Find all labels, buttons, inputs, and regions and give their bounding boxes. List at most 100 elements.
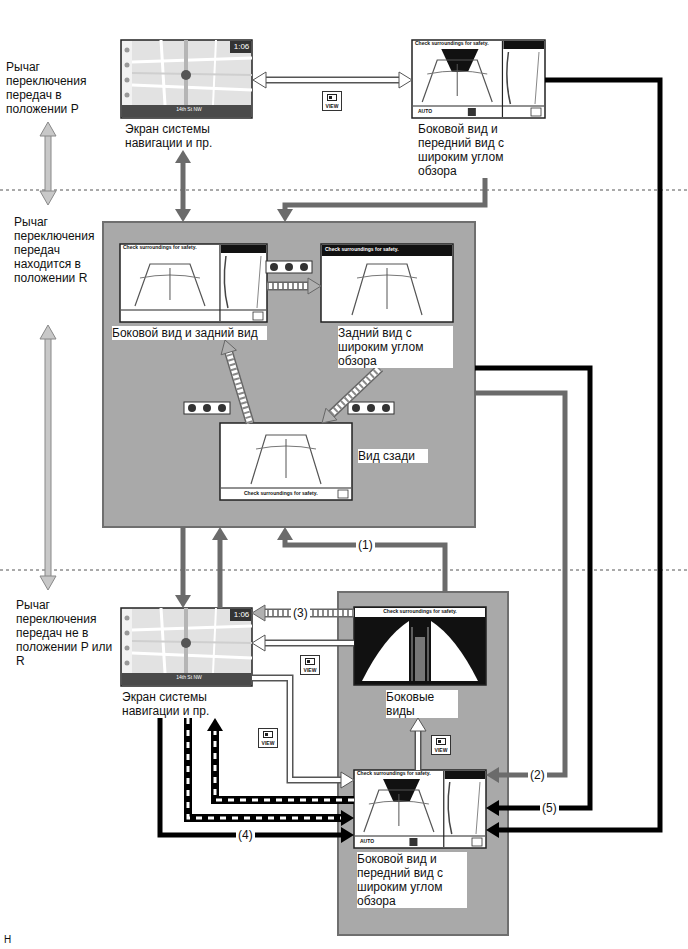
drawing-part: [352, 264, 422, 315]
arrowhead: [252, 605, 265, 621]
connector-stroke: [475, 368, 590, 808]
drawing-part: [409, 838, 417, 846]
connector-line: [183, 527, 184, 598]
arrowhead: [207, 718, 223, 731]
callout-number: (2): [528, 768, 547, 782]
band-label: H: [4, 933, 24, 947]
connector: [160, 718, 354, 843]
arrowhead: [308, 278, 321, 294]
arrowhead: [175, 150, 191, 163]
connector-stroke: [416, 728, 420, 770]
arrowhead: [486, 822, 499, 838]
screen-text: AUTO: [360, 839, 378, 845]
arrowhead: [252, 635, 265, 651]
screen-text: Check surroundings for safety.: [123, 245, 215, 251]
connector-line: [262, 643, 354, 644]
connector-stroke: [329, 368, 380, 416]
screen-illustration: [220, 423, 352, 500]
screen-text: Check surroundings for safety.: [244, 491, 334, 497]
drawing-part: [286, 439, 287, 478]
drawing-part: [535, 52, 539, 104]
callout-number: (5): [540, 801, 559, 815]
connector: [252, 605, 354, 621]
connector-line: [418, 728, 419, 770]
drawing-part: [125, 63, 130, 68]
drawing-part: [437, 739, 446, 745]
connector-stroke: [496, 80, 660, 830]
arrowhead: [341, 810, 354, 826]
connector-line: [475, 393, 565, 775]
drawing-part: [322, 245, 452, 256]
drawing-part: [338, 490, 348, 498]
view-button-icon: VIEW: [258, 728, 278, 748]
screen-illustration: [354, 770, 486, 848]
drawing-part: [355, 608, 485, 617]
arrowhead: [486, 800, 499, 816]
arrowhead: [277, 209, 293, 222]
screen-illustration: [321, 244, 453, 322]
arrowhead: [410, 718, 426, 731]
connector-line: [220, 537, 221, 608]
drawing-part: [329, 96, 332, 99]
drawing-part: [132, 641, 252, 643]
screen-text: 1:06: [232, 610, 251, 619]
screen-view: Экран системы навигации и пр.: [121, 608, 252, 718]
connector-line: [267, 286, 311, 287]
connector: [322, 368, 380, 423]
drawing-part: [507, 52, 511, 104]
connector-stroke: [228, 350, 250, 423]
view-caption: Задний вид с широким углом обзора: [338, 326, 453, 368]
drawing-part: [355, 836, 485, 837]
drawing-part: [531, 108, 541, 116]
view-icon-glyph: [263, 731, 273, 739]
drawing-part: [307, 660, 310, 663]
arrowhead: [399, 72, 412, 88]
drawing-part: [328, 95, 337, 101]
band-label: Рычаг переключения передач не в положени…: [16, 598, 116, 668]
drawing-part: [413, 106, 544, 107]
connector-stroke: [415, 728, 422, 770]
drawing-part: [169, 268, 170, 300]
drawing-part: [445, 771, 485, 779]
screen-view: Задний вид с широким углом обзора: [321, 244, 453, 368]
connector-stroke: [218, 537, 223, 608]
group-panel-fill: [338, 592, 508, 935]
drawing-part: [364, 790, 434, 832]
view-button-icon: VIEW: [322, 91, 342, 111]
connector-line: [263, 80, 402, 81]
drawing-part: [122, 673, 251, 685]
connector-stroke: [285, 537, 445, 592]
connector-stroke: [285, 178, 485, 212]
screen-illustration: [354, 607, 486, 685]
view-caption: Боковой вид и передний вид с широким угл…: [418, 122, 528, 178]
connector-line: [475, 368, 590, 808]
drawing-part: [125, 93, 130, 98]
drawing-part: [125, 661, 130, 666]
view-button-text: VIEW: [435, 747, 448, 753]
connector-stroke: [262, 641, 354, 645]
connector-line: [228, 350, 250, 423]
connector-line: [160, 718, 344, 835]
connector-stroke: [329, 368, 380, 416]
view-icon-glyph: [305, 658, 315, 666]
connector: [207, 718, 354, 800]
arrowhead: [486, 767, 499, 783]
drawing-part: [321, 244, 453, 322]
screen-text: Check surroundings for safety.: [357, 771, 441, 777]
arrowhead: [212, 527, 228, 540]
drawing-part: [181, 70, 191, 80]
connector: [267, 278, 321, 294]
connector: [486, 80, 660, 838]
screen-text: 14th St NW: [151, 675, 227, 681]
screen-illustration: [412, 40, 545, 118]
band-divider: [0, 190, 688, 191]
connector: [277, 527, 445, 592]
arrowhead: [175, 595, 191, 608]
connector-stroke: [267, 283, 311, 289]
band-divider: [0, 570, 688, 571]
drawing-part: [132, 85, 252, 90]
connector: [277, 178, 485, 222]
drawing-part: [132, 626, 252, 630]
drawing-part: [132, 58, 252, 62]
view-icon-glyph: [327, 94, 337, 102]
